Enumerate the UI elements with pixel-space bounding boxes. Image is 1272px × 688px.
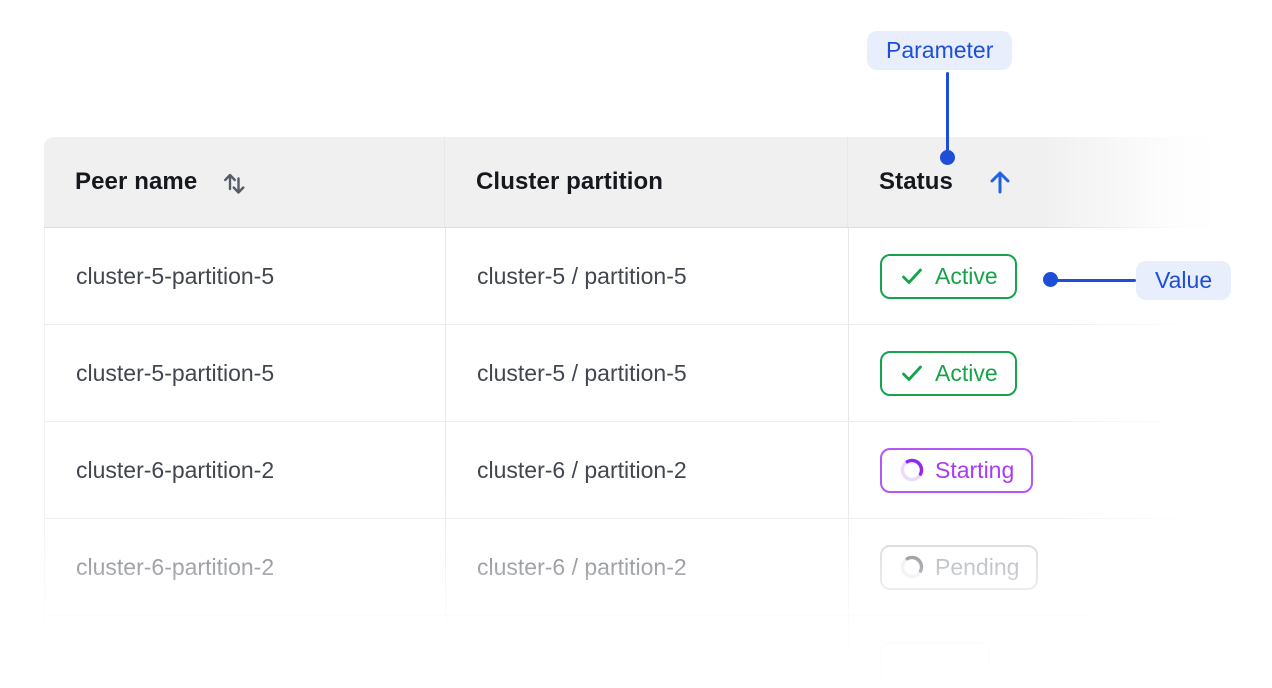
- cell-cluster-partition: cluster-5 / partition-5: [446, 325, 849, 421]
- arrow-up-icon[interactable]: [985, 167, 1015, 197]
- cell-peer-name: cluster-6-partition-2: [45, 519, 446, 615]
- peers-table: Peer name Cluster partition Status: [44, 137, 1266, 688]
- sort-both-icon[interactable]: [219, 167, 249, 197]
- status-badge: Active: [880, 350, 1017, 396]
- parameter-connector-dot: [940, 150, 955, 165]
- status-badge-label: Starting: [935, 456, 1015, 483]
- cell-status: Starting: [849, 422, 1266, 518]
- cell-peer-name: cluster-5-partition-5: [45, 325, 446, 421]
- cell-peer-name: cluster-6-partition-2: [45, 422, 446, 518]
- column-header-cluster-partition[interactable]: Cluster partition: [445, 137, 848, 227]
- status-badge-label: Active: [935, 359, 998, 386]
- table-row: cluster-6-partition-2 cluster-6 / partit…: [44, 519, 1266, 616]
- cell-status: Pending: [849, 519, 1266, 615]
- column-header-label: Status: [879, 168, 953, 195]
- value-connector-dot: [1043, 272, 1058, 287]
- status-badge: [880, 641, 990, 687]
- column-header-peer-name[interactable]: Peer name: [44, 137, 445, 227]
- cell-status: Active: [849, 325, 1266, 421]
- column-header-status[interactable]: Status: [848, 137, 1266, 227]
- cell-peer-name: cluster-5-partition-5: [45, 228, 446, 324]
- value-callout: Value: [1136, 261, 1232, 300]
- status-badge-label: Active: [935, 262, 998, 289]
- column-header-label: Peer name: [75, 168, 198, 195]
- check-icon: [899, 360, 925, 386]
- table-header-row: Peer name Cluster partition Status: [44, 137, 1266, 228]
- check-icon: [899, 263, 925, 289]
- table-row: cluster-6-partition-2 cluster-6 / partit…: [44, 422, 1266, 519]
- table-row: [44, 616, 1266, 688]
- cell-cluster-partition: cluster-6 / partition-2: [446, 422, 849, 518]
- spinner-icon: [899, 457, 925, 483]
- cell-peer-name: [45, 616, 446, 688]
- status-badge-label: Pending: [935, 553, 1020, 580]
- value-connector-line: [1051, 279, 1136, 282]
- cell-status: Active: [849, 228, 1266, 324]
- cell-status: [849, 616, 1266, 688]
- table-row: cluster-5-partition-5 cluster-5 / partit…: [44, 228, 1266, 325]
- cell-cluster-partition: cluster-5 / partition-5: [446, 228, 849, 324]
- parameter-connector-line: [946, 72, 949, 151]
- parameter-callout: Parameter: [867, 31, 1013, 70]
- spinner-icon: [899, 554, 925, 580]
- status-badge: Active: [880, 253, 1017, 299]
- column-header-label: Cluster partition: [476, 168, 664, 195]
- table-row: cluster-5-partition-5 cluster-5 / partit…: [44, 325, 1266, 422]
- status-badge: Starting: [880, 447, 1034, 493]
- cell-cluster-partition: cluster-6 / partition-2: [446, 519, 849, 615]
- cell-cluster-partition: [446, 616, 849, 688]
- status-badge: Pending: [880, 544, 1039, 590]
